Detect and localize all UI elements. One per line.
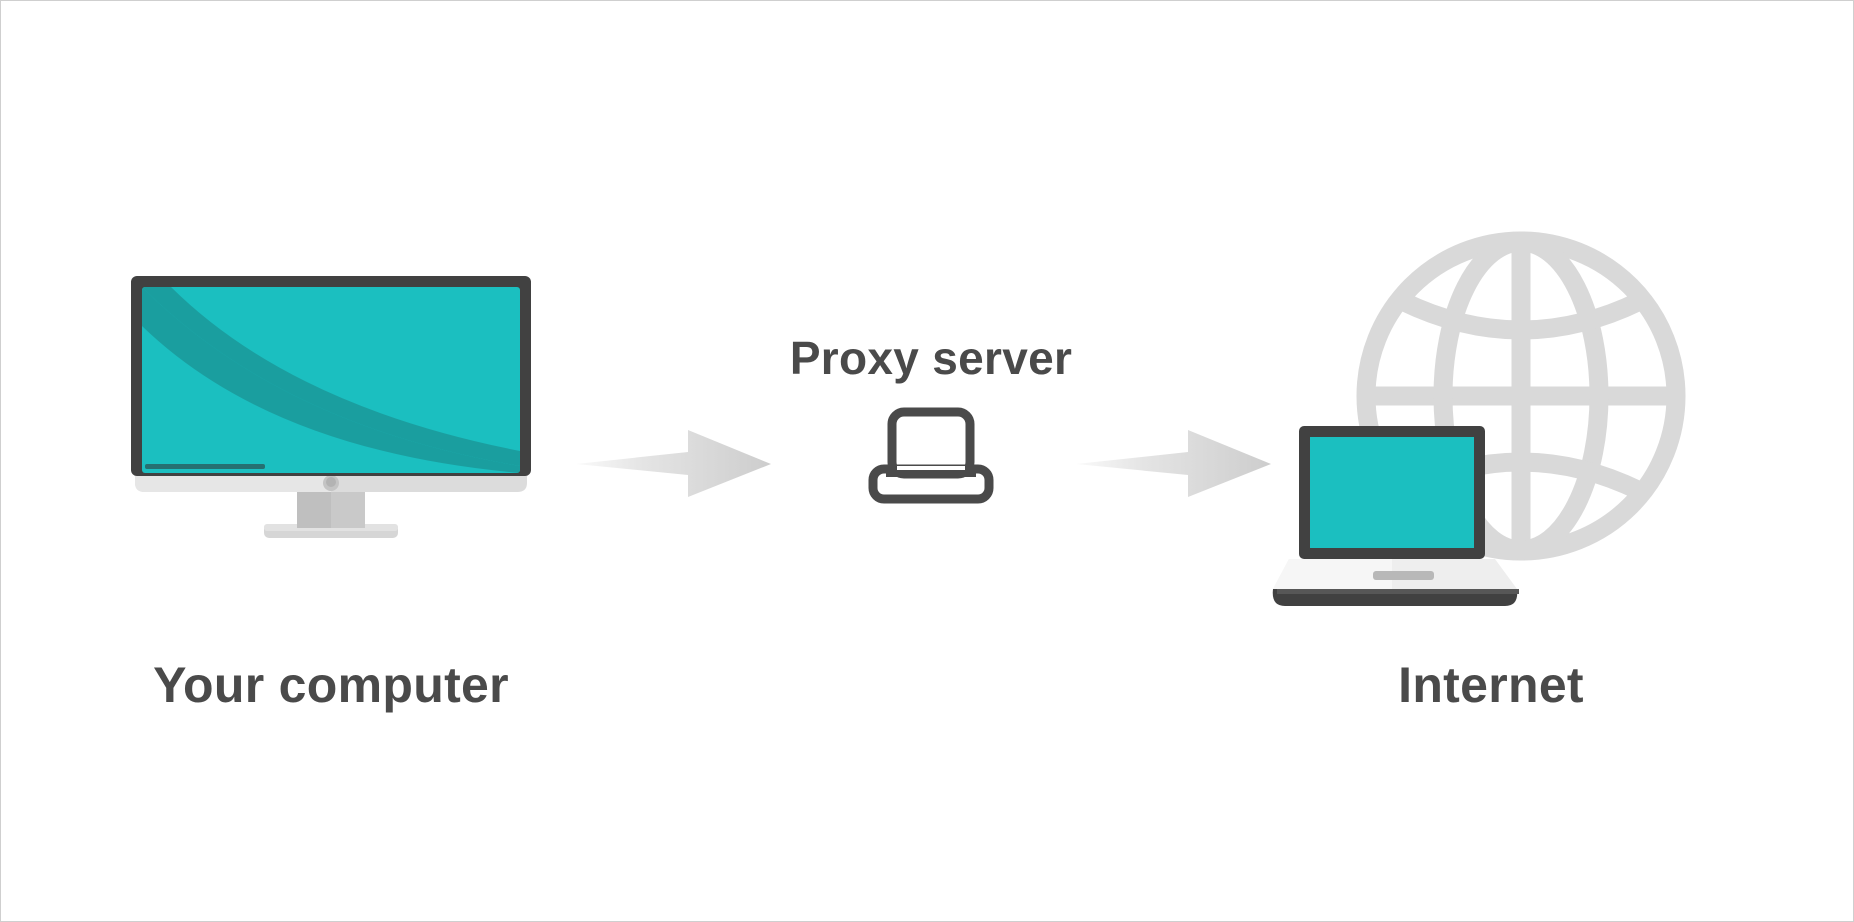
monitor-stand-neck-shade xyxy=(297,488,331,528)
arrow-shape xyxy=(1076,430,1271,497)
monitor-bezel-detail xyxy=(145,464,265,469)
arrow-proxy-to-internet xyxy=(1076,426,1271,501)
arrow-right-icon xyxy=(1076,430,1271,497)
arrow-computer-to-proxy xyxy=(576,426,771,501)
monitor-chin-light xyxy=(135,476,331,492)
label-your-computer: Your computer xyxy=(153,657,509,713)
globe-meridian-inner xyxy=(1433,232,1609,560)
laptop-icon xyxy=(1272,426,1519,606)
monitor-power-button-inner xyxy=(326,477,336,487)
laptop-trackpad xyxy=(1373,571,1434,580)
monitor-screen xyxy=(142,287,520,473)
laptop-outline-icon xyxy=(868,407,994,504)
proxy-laptop-hinge xyxy=(886,470,976,477)
globe-latitude-north xyxy=(1397,292,1645,340)
laptop-screen xyxy=(1310,437,1474,548)
desktop-monitor-icon xyxy=(131,276,531,538)
label-proxy-server: Proxy server xyxy=(789,332,1073,384)
label-internet: Internet xyxy=(1398,657,1584,713)
arrow-shape xyxy=(576,430,771,497)
node-internet-laptop xyxy=(1272,426,1526,616)
monitor-screen-swoosh-band xyxy=(142,287,520,466)
laptop-front-edge-highlight xyxy=(1277,589,1519,594)
node-proxy-server xyxy=(866,406,996,506)
monitor-screen-swoosh xyxy=(142,287,520,473)
arrow-right-icon xyxy=(576,430,771,497)
node-your-computer xyxy=(131,276,531,556)
laptop-deck-light xyxy=(1273,559,1392,589)
